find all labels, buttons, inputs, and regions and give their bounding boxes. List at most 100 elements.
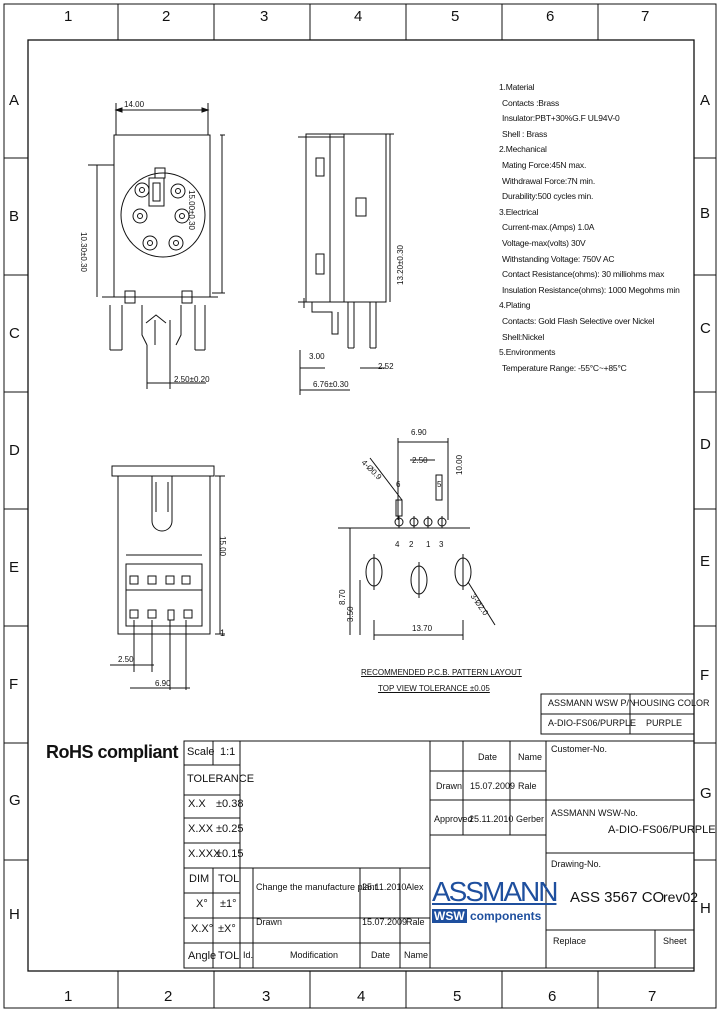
part-header-pn: ASSMANN WSW P/N — [548, 698, 636, 708]
note-line: 4.Plating — [499, 300, 531, 311]
dim-front-pin: 2.50±0.20 — [174, 375, 210, 384]
rev-2-name: Rale — [406, 917, 425, 927]
zone-row-c-right: C — [700, 320, 711, 337]
dim-side-depth: 6.76±0.30 — [313, 380, 349, 389]
note-line: Contacts: Gold Flash Selective over Nick… — [502, 315, 655, 326]
zone-row-f: F — [9, 676, 19, 693]
zone-col-3: 3 — [260, 8, 269, 25]
zone-col-7-bottom: 7 — [648, 988, 657, 1005]
zone-col-1: 1 — [64, 8, 73, 25]
assmann-label: ASSMANN WSW-No. — [551, 808, 638, 818]
part-value-color: PURPLE — [646, 718, 683, 728]
note-line: Withstanding Voltage: 750V AC — [502, 253, 615, 264]
rev-1-mod: Change the manufacture plant — [256, 882, 378, 892]
dim-bottom-width: 6.90 — [155, 679, 171, 688]
dim-pcb-bottom: 13.70 — [412, 624, 433, 633]
approval-col-name: Name — [518, 752, 543, 762]
pcb-pin-1: 1 — [426, 540, 431, 549]
drawn-label: Drawn — [436, 781, 463, 791]
note-line: Contact Resistance(ohms): 30 milliohms m… — [502, 269, 665, 280]
note-line: 3.Electrical — [499, 206, 539, 217]
zone-col-2-bottom: 2 — [164, 988, 173, 1005]
tol-val-4: TOL — [218, 873, 240, 885]
zone-row-h-right: H — [700, 900, 711, 917]
note-line: Insulator:PBT+30%G.F UL94V-0 — [502, 113, 620, 124]
pcb-pin-6: 6 — [396, 480, 401, 489]
rev-col-name: Name — [404, 950, 429, 960]
dim-pcb-top: 6.90 — [411, 428, 427, 437]
tol-key-2: X.XX — [188, 823, 214, 835]
zone-row-f-right: F — [700, 667, 710, 684]
note-line: Current-max.(Amps) 1.0A — [502, 222, 595, 233]
tol-key-7: Angle — [188, 950, 217, 962]
zone-row-h: H — [9, 906, 20, 923]
approval-col-date: Date — [478, 752, 498, 762]
bottom-pin-1-label: 1 — [220, 628, 226, 638]
revision-value: rev02 — [663, 889, 699, 905]
tol-val-7: TOL — [218, 950, 240, 962]
scale-value: 1:1 — [220, 746, 236, 758]
zone-row-c: C — [9, 325, 20, 342]
note-line: Withdrawal Force:7N min. — [502, 175, 595, 186]
tol-val-5: ±1° — [220, 898, 237, 910]
tol-key-3: X.XXX — [188, 848, 221, 860]
dim-bottom-pitch: 2.50 — [118, 655, 134, 664]
pcb-pin-3: 3 — [439, 540, 444, 549]
zone-row-e: E — [9, 559, 20, 576]
approved-date: 25.11.2010 — [469, 814, 514, 824]
zone-row-b: B — [9, 208, 20, 225]
dim-side-bottom: 2.52 — [378, 362, 394, 371]
zone-row-d: D — [9, 442, 20, 459]
zone-col-5-bottom: 5 — [453, 988, 462, 1005]
zone-row-d-right: D — [700, 436, 711, 453]
logo-name: ASSMANN — [432, 876, 558, 907]
pcb-pin-4: 4 — [395, 540, 400, 549]
zone-col-4: 4 — [354, 8, 363, 25]
drawing-value: ASS 3567 CO — [570, 889, 665, 906]
material-notes: 1.Material Contacts :Brass Insulator:PBT… — [499, 80, 694, 376]
pcb-caption-line1: RECOMMENDED P.C.B. PATTERN LAYOUT — [361, 668, 522, 677]
zone-col-2: 2 — [162, 8, 171, 25]
rev-1-name: Alex — [406, 882, 424, 892]
scale-label: Scale — [187, 746, 215, 758]
logo-sub-prefix: WSW — [432, 909, 467, 923]
dim-side-pin: 3.00 — [309, 352, 325, 361]
drawn-name: Rale — [518, 781, 537, 791]
rev-col-date: Date — [371, 950, 391, 960]
tol-key-1: X.X — [188, 798, 206, 810]
note-line: Durability:500 cycles min. — [502, 191, 594, 202]
rev-1-date: 25.11.2010 — [362, 882, 407, 892]
zone-col-4-bottom: 4 — [357, 988, 366, 1005]
assmann-logo: ASSMANN WSW components — [432, 876, 558, 932]
tolerance-title: TOLERANCE — [187, 773, 255, 785]
dim-front-width: 14.00 — [124, 100, 145, 109]
tol-key-4: DIM — [189, 873, 210, 885]
note-line: Voltage-max(volts) 30V — [502, 237, 586, 248]
zone-col-6-bottom: 6 — [548, 988, 557, 1005]
zone-col-3-bottom: 3 — [262, 988, 271, 1005]
rev-2-date: 15.07.2009 — [362, 917, 408, 927]
pcb-pin-5: 5 — [437, 480, 442, 489]
dim-pcb-sub: 2.50 — [412, 456, 428, 465]
rev-2-mod: Drawn — [256, 917, 283, 927]
assmann-value: A-DIO-FS06/PURPLE — [608, 824, 716, 836]
tol-key-5: X° — [196, 898, 208, 910]
zone-col-7: 7 — [641, 8, 650, 25]
note-line: Temperature Range: -55°C~+85°C — [502, 362, 627, 373]
pcb-caption-line2: TOP VIEW TOLERANCE ±0.05 — [378, 684, 490, 693]
zone-col-1-bottom: 1 — [64, 988, 73, 1005]
zone-row-e-right: E — [700, 553, 711, 570]
front-view-drawing — [88, 103, 225, 389]
replace-label: Replace — [553, 936, 587, 946]
rohs-label: RoHS compliant — [46, 742, 179, 762]
part-header-color: HOUSING COLOR — [633, 698, 710, 708]
part-value-pn: A-DIO-FS06/PURPLE — [548, 718, 637, 728]
drawing-label: Drawing-No. — [551, 859, 602, 869]
tol-val-1: ±0.38 — [216, 798, 244, 810]
approved-label: Approved — [434, 814, 473, 824]
approved-name: Gerber — [516, 814, 545, 824]
zone-row-g: G — [9, 792, 21, 809]
note-line: Shell : Brass — [502, 128, 548, 139]
zone-row-g-right: G — [700, 785, 712, 802]
